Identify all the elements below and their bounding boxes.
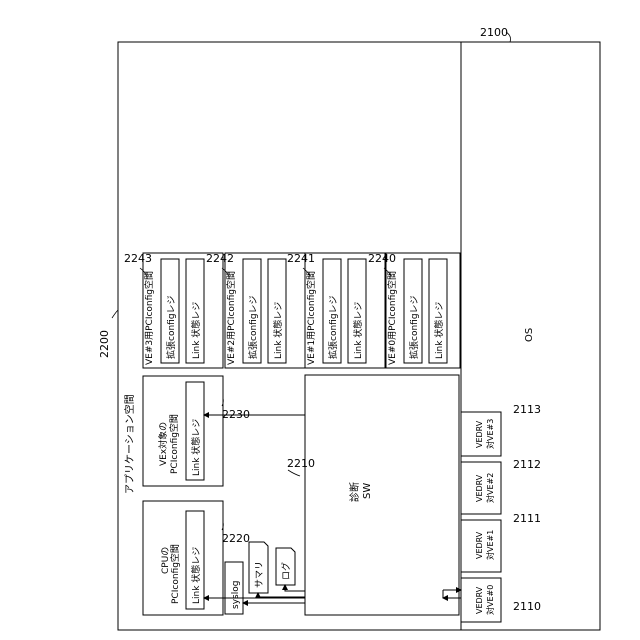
ref-2210: 2210 xyxy=(287,457,315,470)
ve1-pciconfig-box xyxy=(305,253,385,368)
ref-2241: 2241 xyxy=(287,252,315,265)
ref-2240: 2240 xyxy=(368,252,396,265)
diag-line2: SW xyxy=(362,483,373,499)
vedrv2-sub: 対VE#2 xyxy=(485,473,495,503)
ve0-title: VE#0用PCIconfig空間 xyxy=(386,271,398,365)
ref-2220: 2220 xyxy=(222,532,250,545)
leader-2210 xyxy=(288,470,300,476)
cpu-link-reg-label: Link 状態レジ xyxy=(190,547,202,604)
ve3-ext-config-label: 拡張configレジ xyxy=(165,295,177,359)
app-space-label: アプリケーション空間 xyxy=(123,394,136,494)
os-label: OS xyxy=(524,328,535,342)
ve2-link-reg-label: Link 状態レジ xyxy=(272,302,284,359)
arrow-to-summary xyxy=(258,593,305,597)
vex-line1: VEx対象の xyxy=(157,422,169,466)
summary-label: サマリ xyxy=(254,561,265,588)
ve3-title: VE#3用PCIconfig空間 xyxy=(143,271,155,365)
vedrv1-title: VEDRV xyxy=(475,531,484,559)
ve0-link-reg-label: Link 状態レジ xyxy=(433,302,445,359)
leader-2200 xyxy=(112,310,118,318)
diag-sw-box xyxy=(305,375,459,615)
ve1-link-reg-label: Link 状態レジ xyxy=(352,302,364,359)
ve2-title: VE#2用PCIconfig空間 xyxy=(225,271,237,365)
ve2-pciconfig-box xyxy=(225,253,305,368)
vedrv3-sub: 対VE#3 xyxy=(485,419,495,449)
vedrv1-sub: 対VE#1 xyxy=(485,530,495,560)
ref-2200: 2200 xyxy=(98,330,111,358)
log-label: ログ xyxy=(280,562,292,580)
vedrv0-sub: 対VE#0 xyxy=(485,585,495,615)
ve2-ext-config-label: 拡張configレジ xyxy=(247,295,259,359)
ve1-ext-config-label: 拡張configレジ xyxy=(327,295,339,359)
vex-pciconfig-box xyxy=(143,376,223,486)
ref-2100: 2100 xyxy=(480,26,508,39)
vedrv0-title: VEDRV xyxy=(475,586,484,614)
ref-2113: 2113 xyxy=(513,403,541,416)
vex-link-reg-label: Link 状態レジ xyxy=(190,419,202,476)
syslog-label: syslog xyxy=(231,581,241,609)
ve3-link-reg-label: Link 状態レジ xyxy=(190,302,202,359)
ve3-pciconfig-box xyxy=(143,253,223,368)
ref-2112: 2112 xyxy=(513,458,541,471)
vedrv3-title: VEDRV xyxy=(475,420,484,448)
ref-2243: 2243 xyxy=(124,252,152,265)
diag-line1: 診断 xyxy=(348,482,361,502)
cpu-line2: PCIconfig空間 xyxy=(169,544,181,604)
vedrv2-title: VEDRV xyxy=(475,474,484,502)
ref-2111: 2111 xyxy=(513,512,541,525)
cpu-line1: CPUの xyxy=(161,547,171,574)
ve1-title: VE#1用PCIconfig空間 xyxy=(305,271,317,365)
ve0-ext-config-label: 拡張configレジ xyxy=(408,295,420,359)
vex-line2: PCIconfig空間 xyxy=(168,414,180,474)
arrow-to-log xyxy=(285,585,305,591)
ref-2242: 2242 xyxy=(206,252,234,265)
ref-2110: 2110 xyxy=(513,600,541,613)
